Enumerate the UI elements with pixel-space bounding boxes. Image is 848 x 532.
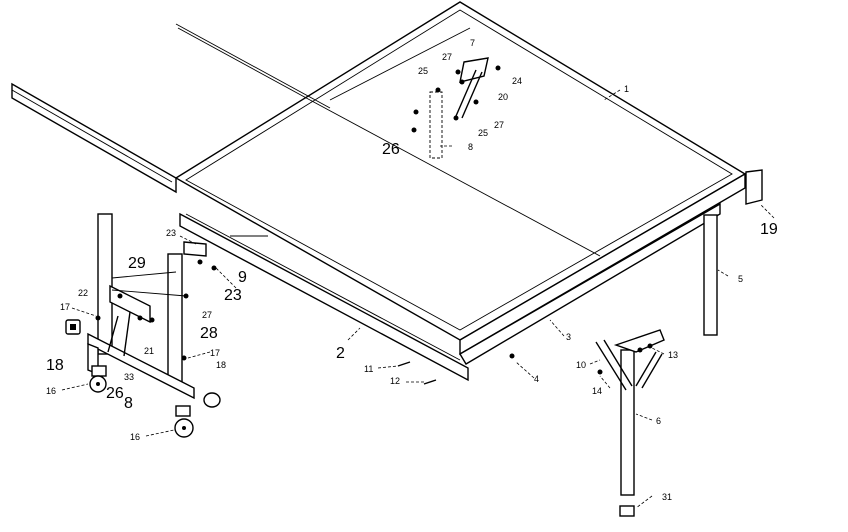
callout-14: 14 bbox=[592, 386, 602, 396]
callout-18-right: 18 bbox=[216, 360, 226, 370]
callout-25-lower: 25 bbox=[478, 128, 488, 138]
callout-16-lower: 16 bbox=[130, 432, 140, 442]
callout-7: 7 bbox=[470, 38, 475, 48]
callout-17-lower: 17 bbox=[210, 348, 220, 358]
side-rail bbox=[230, 202, 721, 365]
callout-3: 3 bbox=[566, 332, 571, 342]
callout-23-upper: 23 bbox=[166, 228, 176, 238]
callout-6: 6 bbox=[656, 416, 661, 426]
front-leg-assembly bbox=[595, 329, 665, 517]
callout-19: 19 bbox=[760, 221, 778, 238]
corner-bracket bbox=[745, 169, 763, 205]
callout-27-left: 27 bbox=[202, 310, 212, 320]
callout-16-upper: 16 bbox=[46, 386, 56, 396]
callout-33: 33 bbox=[124, 372, 134, 382]
callout-20: 20 bbox=[498, 92, 508, 102]
callout-10: 10 bbox=[576, 360, 586, 370]
hinge-hardware bbox=[411, 57, 501, 159]
callout-12: 12 bbox=[390, 376, 400, 386]
callout-labels: 1 2 3 4 5 6 7 8 8 9 10 11 12 13 14 16 16… bbox=[46, 38, 778, 502]
callout-24: 24 bbox=[512, 76, 522, 86]
callout-9: 9 bbox=[238, 269, 247, 286]
callout-31: 31 bbox=[662, 492, 672, 502]
front-rail bbox=[179, 212, 469, 382]
callout-25-upper: 25 bbox=[418, 66, 428, 76]
callout-29: 29 bbox=[128, 255, 146, 272]
rail-screws bbox=[183, 241, 515, 385]
caster-leg-assembly bbox=[65, 213, 221, 438]
callout-8-left: 8 bbox=[124, 395, 133, 412]
callout-28: 28 bbox=[200, 325, 218, 342]
callout-26-left: 26 bbox=[106, 385, 124, 402]
callout-8-top: 8 bbox=[468, 142, 473, 152]
callout-23-lower: 23 bbox=[224, 287, 242, 304]
callout-11: 11 bbox=[364, 364, 373, 374]
table-top bbox=[174, 1, 747, 356]
callout-5: 5 bbox=[738, 274, 743, 284]
callout-21: 21 bbox=[144, 346, 154, 356]
right-leg bbox=[703, 214, 718, 336]
callout-27-mid: 27 bbox=[494, 120, 504, 130]
callout-27-top: 27 bbox=[442, 52, 452, 62]
callout-17-upper: 17 bbox=[60, 302, 70, 312]
callout-1: 1 bbox=[624, 84, 629, 94]
callout-22: 22 bbox=[78, 288, 88, 298]
callout-18-left: 18 bbox=[46, 357, 64, 374]
callout-26-top: 26 bbox=[382, 141, 400, 158]
callout-4: 4 bbox=[534, 374, 539, 384]
callout-2: 2 bbox=[336, 345, 345, 362]
callout-13: 13 bbox=[668, 350, 678, 360]
left-table-half bbox=[11, 82, 177, 194]
leader-lines bbox=[61, 89, 775, 509]
